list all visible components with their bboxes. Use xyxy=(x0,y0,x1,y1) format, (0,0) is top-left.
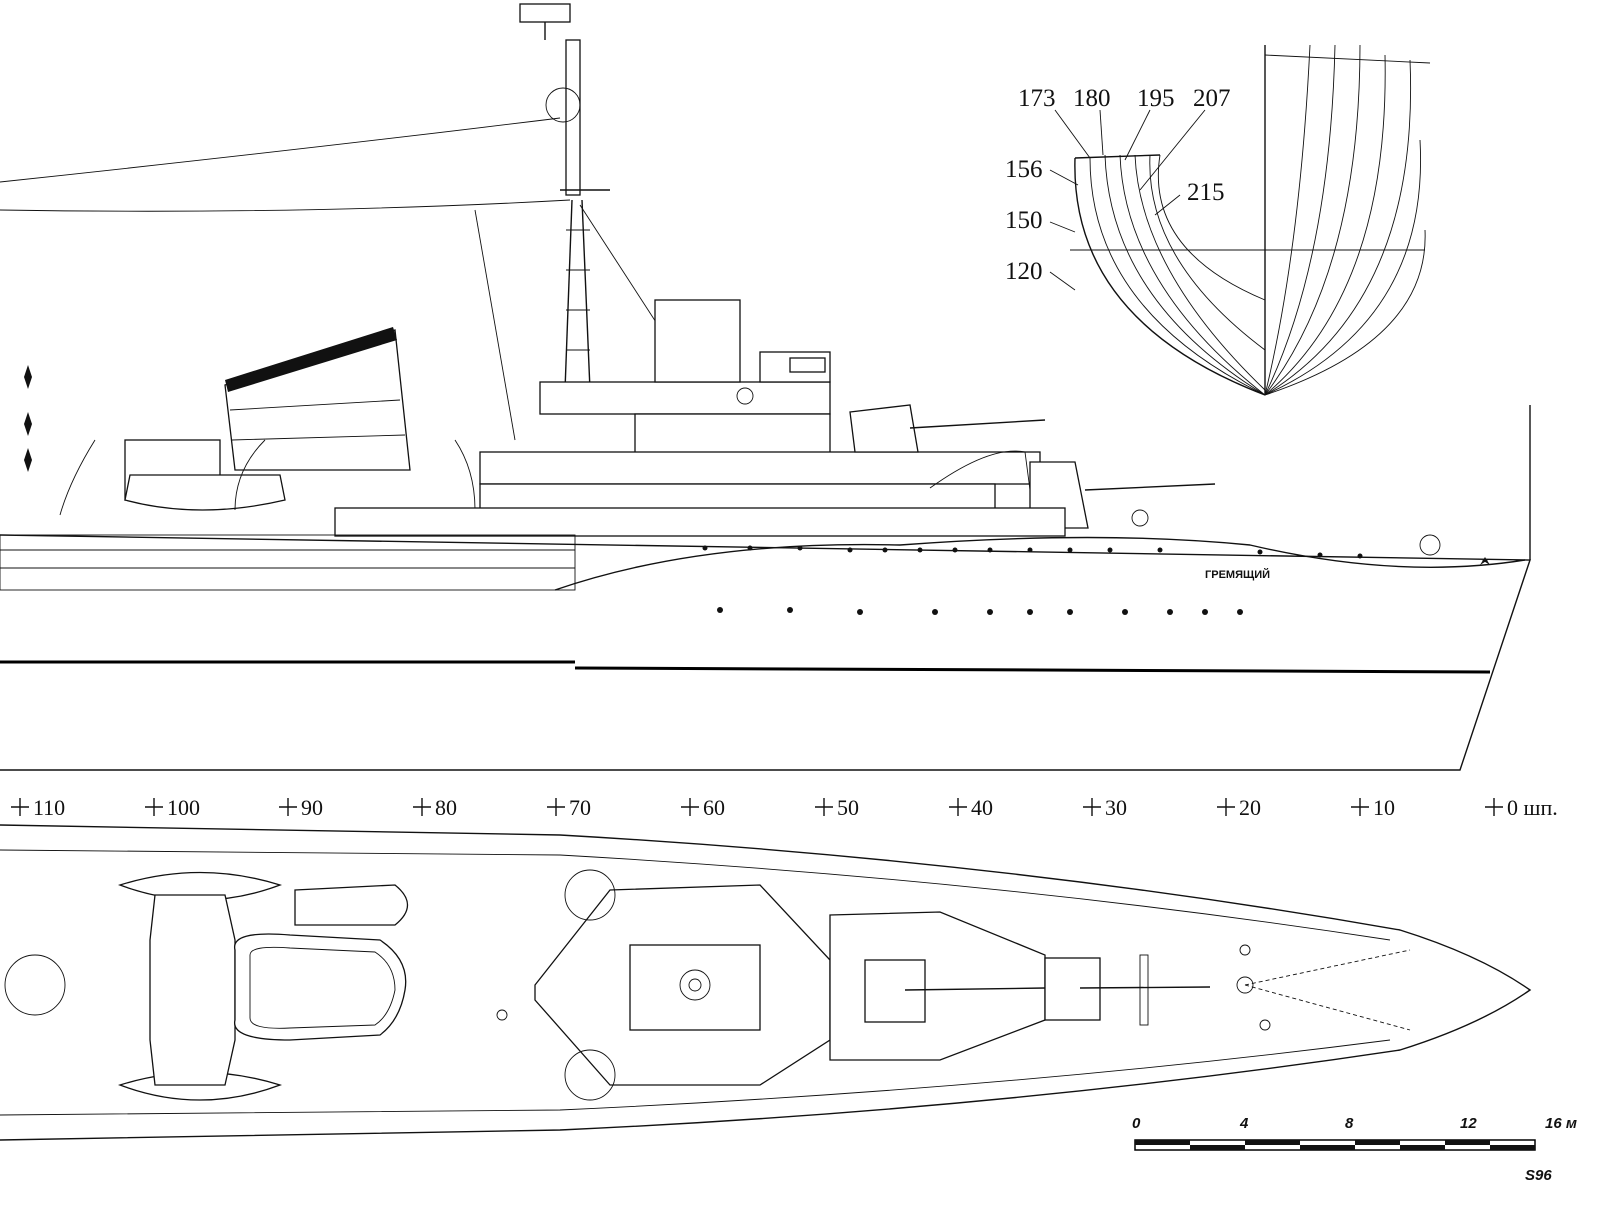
frame-mark-label: 0 шп. xyxy=(1507,795,1558,820)
frame-mark-label: 20 xyxy=(1239,795,1261,820)
aft-gun-plan xyxy=(4,954,66,1016)
gun-2-plan xyxy=(864,959,926,1023)
frame-tick xyxy=(279,798,297,816)
frame-mark: 90 xyxy=(279,795,323,820)
frame-label-180: 180 xyxy=(1073,85,1111,112)
frame-mark-label: 10 xyxy=(1373,795,1395,820)
frame-mark: 100 xyxy=(145,795,200,820)
frame-tick xyxy=(815,798,833,816)
frame-mark: 0 шп. xyxy=(1485,795,1558,820)
plan-view xyxy=(0,824,1532,1141)
launch xyxy=(294,884,409,926)
frame-mark: 10 xyxy=(1351,795,1395,820)
mast xyxy=(519,3,610,391)
signature: S96 xyxy=(1525,1167,1552,1184)
body-plan: 173 180 195 207 156 150 120 215 xyxy=(1005,44,1431,396)
frame-label-207: 207 xyxy=(1193,85,1231,112)
frame-mark-label: 110 xyxy=(33,795,65,820)
forward-gun-2 xyxy=(849,404,1046,453)
frame-tick xyxy=(145,798,163,816)
frame-tick xyxy=(11,798,29,816)
frame-mark: 20 xyxy=(1217,795,1261,820)
portholes xyxy=(702,545,1363,615)
frame-mark: 110 xyxy=(11,795,65,820)
frame-label-156: 156 xyxy=(1005,156,1043,183)
scale-label-8: 8 xyxy=(1345,1115,1354,1132)
frame-tick xyxy=(1351,798,1369,816)
hull-side xyxy=(0,405,1531,771)
flag-markers xyxy=(24,365,32,472)
aft-deckhouse-plan xyxy=(149,894,236,1086)
frame-scale: 110 100 90 80 70 60 50 40 30 20 10 0 шп. xyxy=(11,795,1558,820)
frame-mark: 40 xyxy=(949,795,993,820)
bridge xyxy=(479,299,1041,513)
frame-mark-label: 60 xyxy=(703,795,725,820)
frame-mark-label: 40 xyxy=(971,795,993,820)
funnel-plan xyxy=(234,933,407,1041)
scale-bar: 0 4 8 12 16 м S96 xyxy=(1132,1115,1577,1184)
capstan xyxy=(1131,509,1149,527)
forward-deckhouse-plan xyxy=(829,911,1046,1061)
frame-tick xyxy=(681,798,699,816)
frame-mark: 30 xyxy=(1083,795,1127,820)
frame-mark-label: 80 xyxy=(435,795,457,820)
scale-label-12: 12 xyxy=(1460,1115,1477,1132)
frame-mark-label: 90 xyxy=(301,795,323,820)
frame-label-173: 173 xyxy=(1018,85,1056,112)
frame-mark-label: 50 xyxy=(837,795,859,820)
frame-label-195: 195 xyxy=(1137,85,1175,112)
frame-mark: 70 xyxy=(547,795,591,820)
side-view: ГРЕМЯЩИЙ xyxy=(0,3,1531,771)
frame-label-215: 215 xyxy=(1187,179,1225,206)
frame-tick xyxy=(1083,798,1101,816)
frame-tick xyxy=(949,798,967,816)
antenna-wire-2 xyxy=(0,199,571,212)
frame-tick xyxy=(547,798,565,816)
frame-mark-label: 30 xyxy=(1105,795,1127,820)
frame-tick xyxy=(1485,798,1503,816)
frame-mark: 50 xyxy=(815,795,859,820)
scale-label-16: 16 м xyxy=(1545,1115,1577,1132)
scale-label-0: 0 xyxy=(1132,1115,1141,1132)
frame-tick xyxy=(1217,798,1235,816)
frame-tick xyxy=(413,798,431,816)
frame-label-120: 120 xyxy=(1005,258,1043,285)
frame-mark: 60 xyxy=(681,795,725,820)
funnel xyxy=(224,327,411,471)
antenna-wire xyxy=(0,117,561,183)
frame-mark-label: 100 xyxy=(167,795,200,820)
frame-label-150: 150 xyxy=(1005,207,1043,234)
ship-name-label: ГРЕМЯЩИЙ xyxy=(1205,568,1270,581)
frame-mark-label: 70 xyxy=(569,795,591,820)
anchor xyxy=(1419,534,1441,556)
boat xyxy=(124,474,286,511)
scale-label-4: 4 xyxy=(1239,1115,1249,1132)
frame-mark: 80 xyxy=(413,795,457,820)
star-emblem xyxy=(1480,557,1490,565)
gun-1-plan xyxy=(1044,957,1101,1021)
capstan-plan xyxy=(1236,976,1254,994)
